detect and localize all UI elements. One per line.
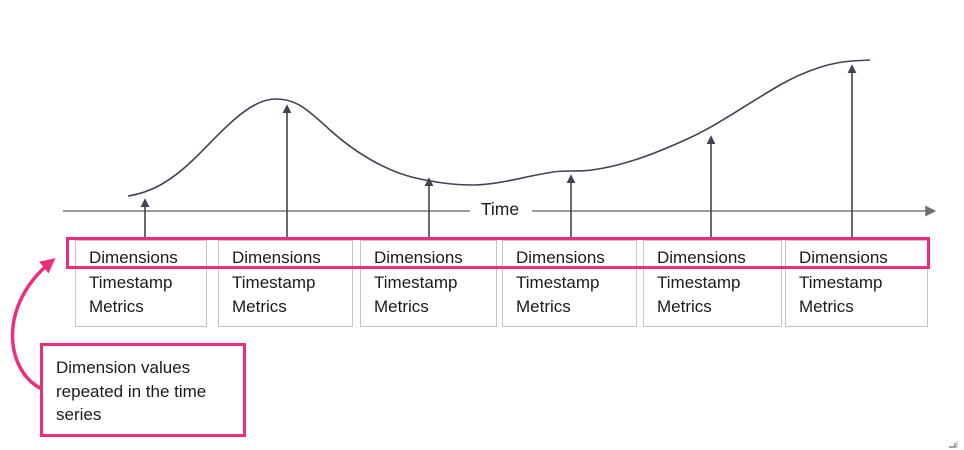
annotation-curved-arrow — [10, 258, 56, 391]
record-field-metrics: Metrics — [799, 297, 854, 316]
record-field-timestamp: Timestamp — [516, 272, 600, 292]
record-field-timestamp: Timestamp — [89, 272, 173, 292]
record-field-dimensions: Dimensions — [799, 248, 888, 267]
record-field-dimensions: Dimensions — [374, 248, 463, 267]
annotation-callout: Dimension values repeated in the time se… — [40, 343, 246, 437]
annotation-text: Dimension values repeated in the time se… — [56, 358, 207, 424]
record-box-1: Dimensions Timestamp Metrics — [75, 240, 207, 327]
record-field-metrics: Metrics — [516, 297, 571, 316]
axis-label-time: Time — [470, 199, 530, 220]
record-field-timestamp: Timestamp — [799, 272, 883, 292]
record-box-6: Dimensions Timestamp Metrics — [785, 240, 928, 327]
record-field-metrics: Metrics — [232, 297, 287, 316]
time-series-curve — [127, 59, 871, 197]
record-field-dimensions: Dimensions — [516, 248, 605, 267]
record-box-5: Dimensions Timestamp Metrics — [643, 240, 782, 327]
record-field-dimensions: Dimensions — [657, 248, 746, 267]
record-box-2: Dimensions Timestamp Metrics — [218, 240, 353, 327]
record-field-timestamp: Timestamp — [657, 272, 741, 292]
record-box-4: Dimensions Timestamp Metrics — [502, 240, 637, 327]
corner-artifact — [949, 441, 958, 448]
record-field-timestamp: Timestamp — [374, 272, 458, 292]
record-field-metrics: Metrics — [657, 297, 712, 316]
record-field-dimensions: Dimensions — [89, 248, 178, 267]
record-field-metrics: Metrics — [89, 297, 144, 316]
record-field-metrics: Metrics — [374, 297, 429, 316]
record-field-dimensions: Dimensions — [232, 248, 321, 267]
record-box-3: Dimensions Timestamp Metrics — [360, 240, 497, 327]
record-field-timestamp: Timestamp — [232, 272, 316, 292]
